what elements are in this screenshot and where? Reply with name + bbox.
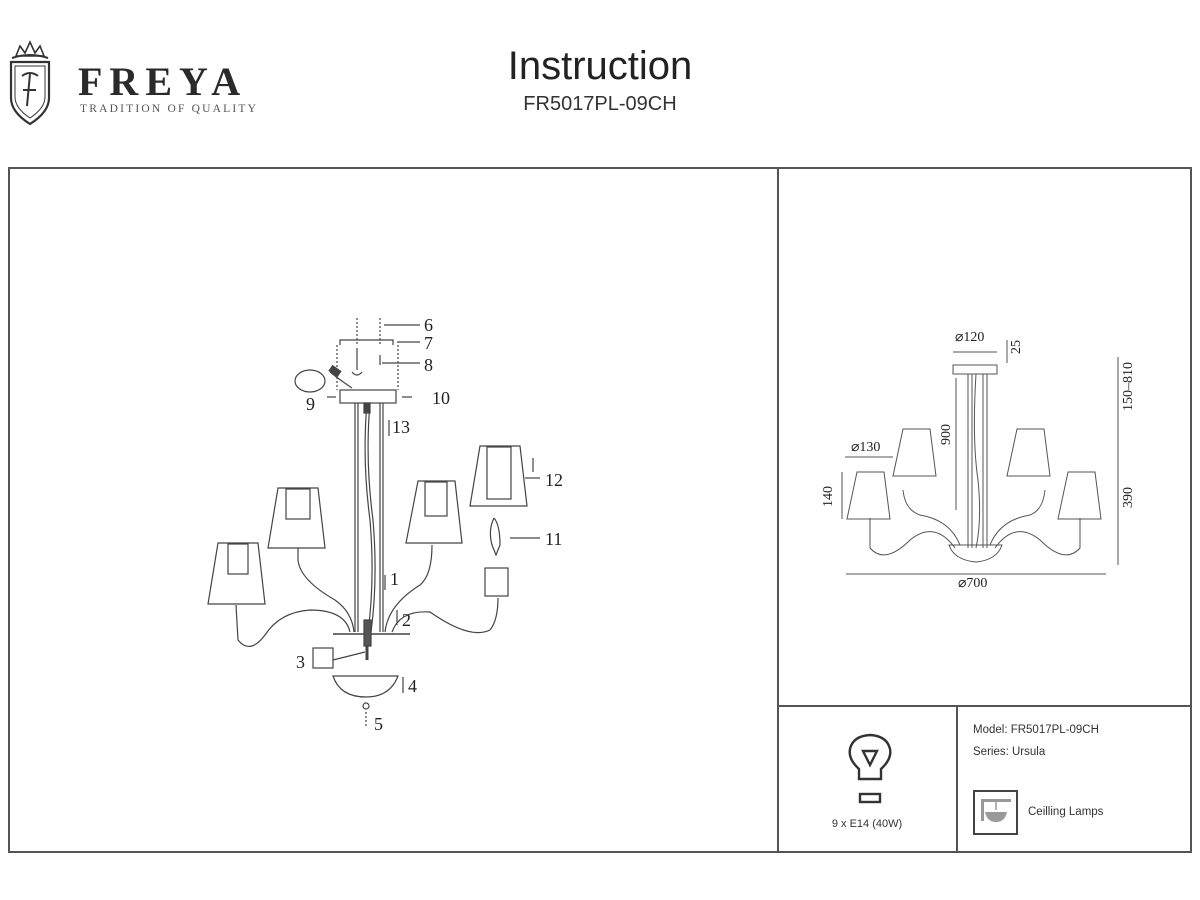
part-label-8: 8	[424, 355, 433, 375]
divider	[956, 705, 958, 853]
dim-shade-height: 140	[821, 486, 836, 507]
part-label-1: 1	[390, 569, 399, 589]
dim-body-height: 390	[1121, 487, 1136, 508]
ceiling-lamp-icon	[973, 790, 1018, 835]
brand-name: FREYA	[78, 59, 248, 104]
page-title: Instruction	[507, 44, 693, 88]
dim-canopy-diameter: ⌀120	[955, 330, 985, 345]
crest-icon	[9, 40, 51, 126]
model-code: FR5017PL-09CH	[523, 93, 677, 115]
assembly-diagram	[207, 318, 540, 728]
dim-adjustable-height: 150–810	[1121, 362, 1136, 411]
divider	[777, 167, 779, 853]
part-label-2: 2	[402, 610, 411, 630]
dim-canopy-height: 25	[1009, 340, 1024, 354]
part-label-5: 5	[374, 714, 383, 734]
part-label-7: 7	[424, 333, 433, 353]
dim-shade-diameter: ⌀130	[851, 440, 881, 455]
bulb-spec: 9 x E14 (40W)	[831, 818, 903, 830]
part-label-11: 11	[545, 529, 563, 549]
divider	[777, 705, 1192, 707]
part-label-4: 4	[408, 676, 417, 696]
dim-rod-length: 900	[939, 424, 954, 445]
brand-tagline: TRADITION OF QUALITY	[80, 103, 259, 115]
dimension-drawing	[841, 340, 1119, 575]
part-label-9: 9	[306, 394, 315, 414]
lightbulb-icon	[848, 733, 892, 804]
series-info: Series: Ursula	[973, 746, 1046, 758]
document-frame	[8, 167, 1192, 853]
model-info: Model: FR5017PL-09CH	[973, 724, 1099, 736]
part-label-10: 10	[432, 388, 450, 408]
freya-logo	[8, 40, 53, 126]
part-label-12: 12	[545, 470, 563, 490]
category-label: Ceilling Lamps	[1028, 806, 1104, 818]
part-label-6: 6	[424, 315, 433, 335]
part-label-13: 13	[392, 417, 410, 437]
dim-overall-diameter: ⌀700	[958, 576, 988, 591]
part-label-3: 3	[296, 652, 305, 672]
